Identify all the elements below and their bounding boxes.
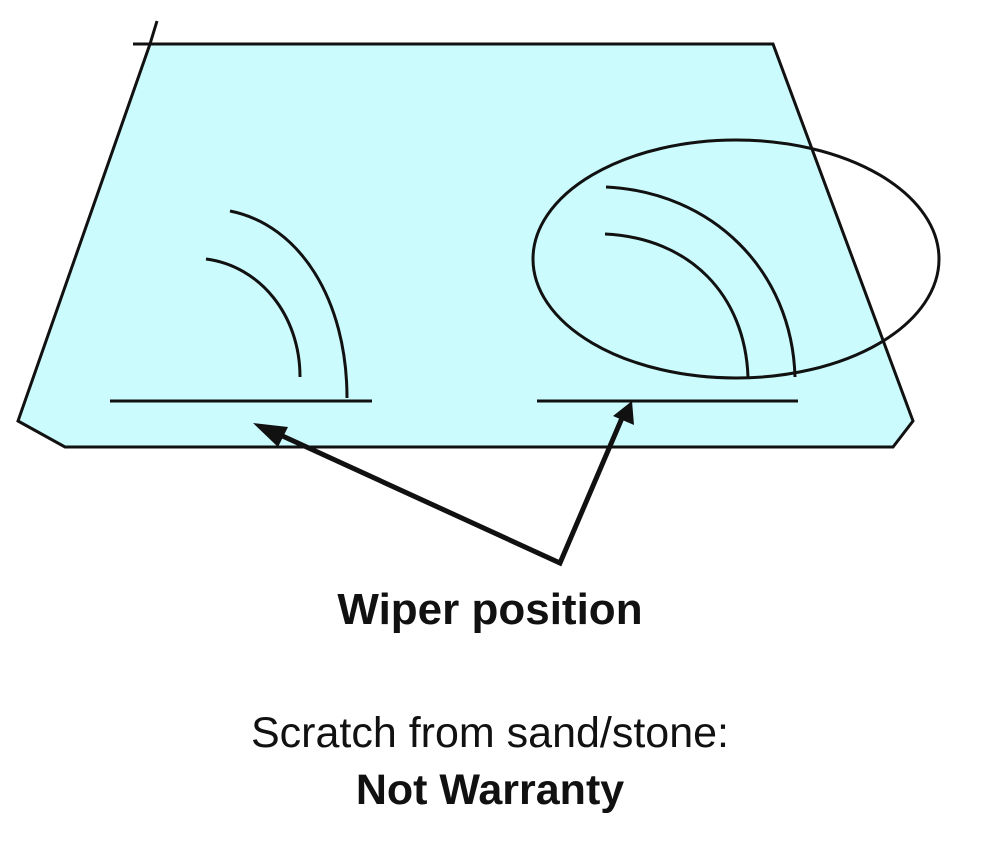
right-wiper-inner-arc: [604, 232, 750, 378]
right-arrowhead: [613, 401, 634, 425]
right-wiper: [537, 185, 798, 403]
scratch-cause-label: Scratch from sand/stone:: [251, 709, 729, 757]
windshield-edge-overshoot: [148, 20, 159, 45]
left-wiper-inner-arc: [205, 257, 302, 378]
pointer-arrows: [253, 401, 634, 567]
scratch-highlight-ellipse: [531, 138, 941, 380]
windshield-glass: [16, 42, 915, 449]
right-wiper-outer-arc: [605, 185, 797, 378]
warranty-verdict-label: Not Warranty: [355, 766, 625, 814]
left-arrowhead: [253, 423, 288, 447]
wiper-position-label: Wiper position: [337, 585, 643, 634]
left-wiper-outer-arc: [229, 209, 349, 399]
left-wiper: [110, 209, 372, 403]
arrow-shaft: [263, 410, 628, 567]
